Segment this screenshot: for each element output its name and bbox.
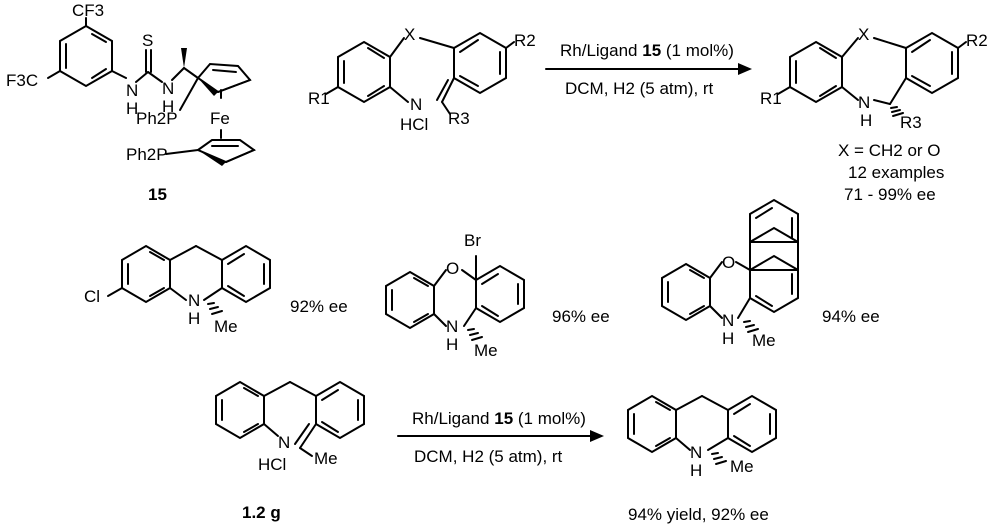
reaction1-starting-material: X R1 R2 R3 N HCl — [308, 25, 536, 134]
prod-r2-label: R2 — [966, 31, 988, 50]
example-1-n-label: N — [188, 291, 200, 310]
scope-line-1: X = CH2 or O — [838, 141, 941, 160]
example-3-o-label: O — [722, 253, 735, 272]
sm-r1-label: R1 — [308, 89, 330, 108]
example-2-n-label: N — [446, 317, 458, 336]
reaction2-sm-me-label: Me — [314, 449, 338, 468]
nh-2-h-label: H — [162, 97, 174, 116]
ligand-15: CF3 F3C S N H N H Ph2P Fe Ph2P 15 — [6, 1, 257, 204]
example-1-me-label: Me — [214, 317, 238, 336]
scope-line-2: 12 examples — [848, 163, 944, 182]
ligand-number: 15 — [148, 185, 167, 204]
prod-nh-h-label: H — [860, 111, 872, 130]
example-2-o-label: O — [446, 259, 459, 278]
cf3-left-label: F3C — [6, 71, 38, 90]
reaction1-conditions-top: Rh/Ligand 15 (1 mol%) — [560, 41, 734, 60]
ph2p-1-label: Ph2P — [136, 109, 178, 128]
prod-r1-label: R1 — [760, 89, 782, 108]
reaction2-result: 94% yield, 92% ee — [628, 505, 769, 524]
example-2-br-label: Br — [464, 231, 481, 250]
sm-r3-label: R3 — [448, 109, 470, 128]
reaction2-prod-h-label: H — [690, 461, 702, 480]
example-2-me-label: Me — [474, 341, 498, 360]
sulfur-label: S — [142, 31, 153, 50]
iron-label: Fe — [210, 109, 230, 128]
reaction2-prod-me-label: Me — [730, 457, 754, 476]
example-2-ee: 96% ee — [552, 307, 610, 326]
example-1-h-label: H — [188, 309, 200, 328]
reaction1-product: X R1 R2 R3 N H — [760, 25, 988, 132]
nh-1-h-label: H — [126, 99, 138, 118]
reaction2-conditions-bottom: DCM, H2 (5 atm), rt — [414, 447, 563, 466]
nh-2-label: N — [162, 79, 174, 98]
example-1-structure — [107, 244, 271, 315]
sm-x-label: X — [404, 25, 415, 44]
example-1-cl-label: Cl — [84, 287, 100, 306]
example-3-ee: 94% ee — [822, 307, 880, 326]
nh-1-label: N — [126, 81, 138, 100]
reaction2-prod-n-label: N — [690, 443, 702, 462]
reaction2-sm-n-label: N — [278, 433, 290, 452]
reaction2-starting-material — [215, 380, 365, 457]
reaction2-arrow — [397, 430, 604, 442]
example-1-ee: 92% ee — [290, 297, 348, 316]
sm-hcl-label: HCl — [400, 115, 428, 134]
reaction2-scale: 1.2 g — [242, 503, 281, 522]
prod-x-label: X — [858, 25, 869, 44]
scope-line-3: 71 - 99% ee — [844, 185, 936, 204]
example-3-h-label: H — [722, 329, 734, 348]
ph2p-2-label: Ph2P — [126, 145, 168, 164]
example-3-me-label: Me — [752, 331, 776, 350]
cf3-top-label: CF3 — [72, 1, 104, 20]
example-3-n-label: N — [722, 311, 734, 330]
prod-nh-label: N — [858, 93, 870, 112]
example-3-structure — [661, 198, 799, 333]
reaction1-conditions-bottom: DCM, H2 (5 atm), rt — [565, 79, 714, 98]
prod-r3-label: R3 — [900, 113, 922, 132]
sm-n-label: N — [410, 95, 422, 114]
reaction2-product — [627, 394, 777, 465]
reaction1-arrow — [545, 63, 752, 75]
example-2-structure — [385, 255, 525, 341]
example-2-h-label: H — [446, 335, 458, 354]
sm-r2-label: R2 — [514, 31, 536, 50]
reaction2-conditions-top: Rh/Ligand 15 (1 mol%) — [412, 409, 586, 428]
reaction2-sm-hcl-label: HCl — [258, 455, 286, 474]
